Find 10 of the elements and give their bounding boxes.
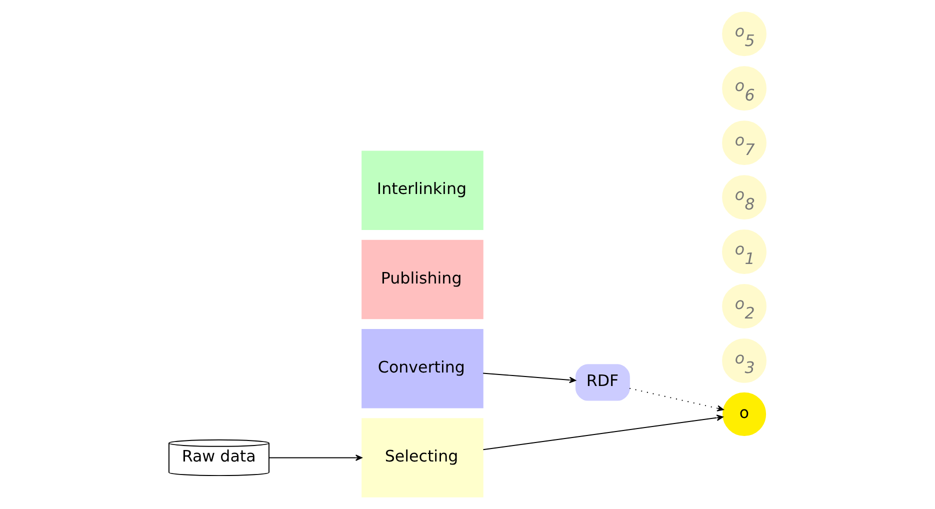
node-box: Selecting xyxy=(362,418,484,498)
node-circle: o xyxy=(722,392,766,436)
arrow xyxy=(268,454,362,461)
node-box: Publishing xyxy=(362,240,484,320)
arrow xyxy=(482,372,576,384)
node-box: Converting xyxy=(362,329,484,408)
node-box: RDF xyxy=(575,364,630,401)
arrow xyxy=(482,414,724,450)
arrow xyxy=(629,388,724,412)
node-box: Interlinking xyxy=(362,150,484,230)
